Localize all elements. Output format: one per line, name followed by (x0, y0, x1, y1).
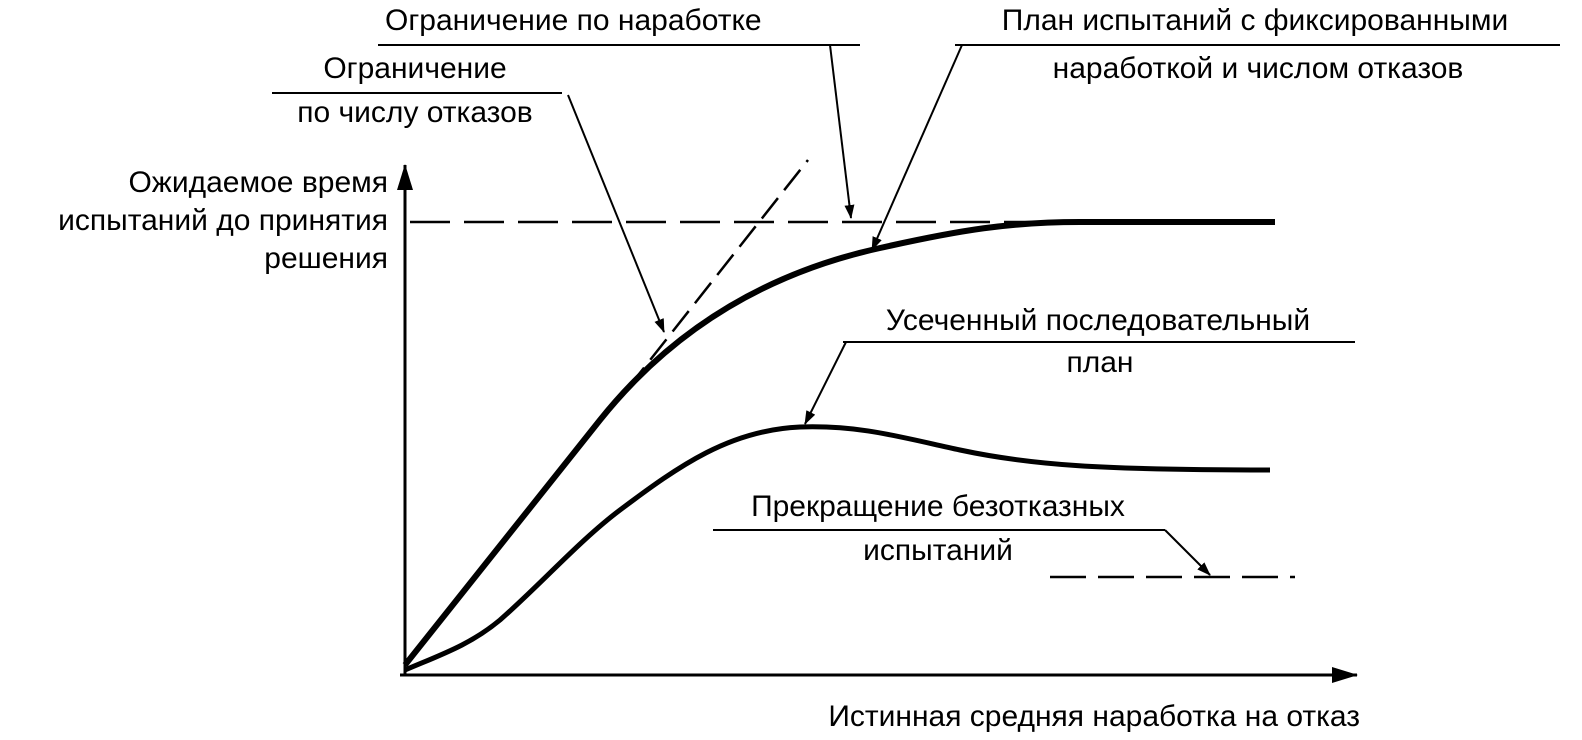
operating-time-limit-arrow (829, 44, 855, 219)
failure-count-limit-arrow (567, 94, 665, 333)
truncated-sequential-arrow (804, 341, 847, 425)
fixed-plan-arrow (871, 44, 963, 251)
x-axis-label: Истинная средняя наработка на отказ (828, 700, 1360, 733)
fixed-plan-label-line-2: наработкой и числом отказов (1053, 52, 1464, 85)
truncated-sequential-curve (404, 424, 1271, 673)
y-axis-label-line-2: испытаний до принятия (58, 204, 388, 237)
failure-free-termination-arrow (1164, 529, 1211, 576)
fixed-plan-curve (402, 219, 1275, 667)
fixed-plan-label-line-1: План испытаний с фиксированными (1002, 4, 1508, 37)
truncated-sequential-label-line-2: план (1066, 346, 1133, 379)
failure-count-limit-label-line-2: по числу отказов (297, 96, 532, 129)
failure-free-termination-label-line-1: Прекращение безотказных (751, 490, 1125, 523)
failure-count-limit-label-line-1: Ограничение (323, 52, 506, 85)
y-axis-label-line-3: решения (264, 242, 388, 275)
truncated-sequential-label-line-1: Усеченный последовательный (886, 304, 1310, 337)
failure-free-termination-label-line-2: испытаний (863, 534, 1013, 567)
operating-time-limit-label: Ограничение по наработке (385, 4, 762, 37)
y-axis-label-line-1: Ожидаемое время (128, 166, 388, 199)
failure-count-limit-line (627, 159, 809, 389)
